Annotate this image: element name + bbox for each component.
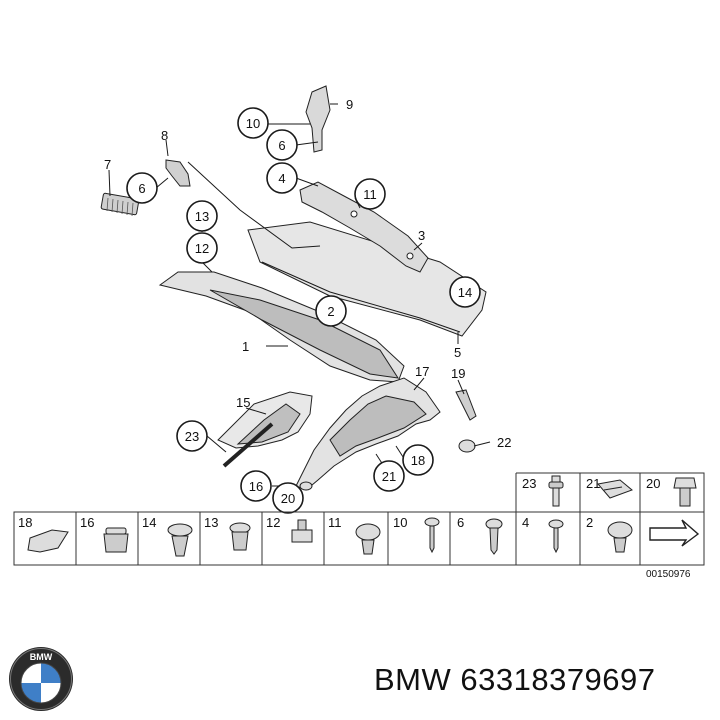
legend-num-21: 21 [586,476,600,491]
bmw-logo: BMW [9,647,73,711]
part-19-clip [455,389,477,421]
image-code: 00150976 [646,569,691,580]
legend-num-2: 2 [586,515,593,530]
legend-num-11: 11 [328,515,342,530]
svg-text:14: 14 [458,285,472,300]
part-number-caption: BMW 63318379697 [374,662,656,697]
legend-num-6: 6 [457,515,464,530]
legend-num-14: 14 [142,515,156,530]
svg-text:6: 6 [278,138,285,153]
fastener-12-icon [291,519,313,543]
svg-text:21: 21 [382,469,396,484]
part-14-edge [261,261,461,333]
part-8-bracket [165,159,191,187]
part-20-clip [299,481,313,491]
callout-14: 14 [449,276,481,308]
part-3-bracket [299,181,429,273]
fastener-23-icon [548,475,564,507]
legend-num-4: 4 [522,515,529,530]
fastener-legend: 23 21 20 18 16 14 13 12 11 10 6 4 2 [13,472,705,580]
svg-text:16: 16 [249,479,263,494]
svg-text:23: 23 [185,429,199,444]
svg-text:10: 10 [246,116,260,131]
callout-23: 23 [176,420,208,452]
svg-text:2: 2 [327,304,334,319]
callout-7: 7 [104,157,111,172]
legend-num-20: 20 [646,476,660,491]
part-3-hole [350,210,358,218]
callout-13: 13 [186,200,218,232]
callout-12: 12 [186,232,218,264]
svg-text:11: 11 [363,187,377,202]
callout-20: 20 [272,482,304,514]
callout-17: 17 [415,364,429,379]
callout-1: 1 [242,339,249,354]
part-8-line [187,161,321,249]
svg-text:6: 6 [138,181,145,196]
part-17-shade [329,395,427,457]
fastener-13-icon [229,522,251,551]
callout-11: 11 [354,178,386,210]
legend-num-23: 23 [522,476,536,491]
callout-19: 19 [451,366,465,381]
fastener-2-icon [607,521,633,553]
svg-text:18: 18 [411,453,425,468]
callout-22: 22 [497,435,511,450]
callout-10: 10 [237,107,269,139]
fastener-21-icon [597,479,633,499]
callout-16: 16 [240,470,272,502]
svg-text:4: 4 [278,171,285,186]
legend-num-10: 10 [393,515,407,530]
fastener-20-icon [673,477,697,507]
arrow-icon [649,519,700,547]
part-23-rod [222,422,274,468]
fastener-11-icon [355,523,381,555]
part-1-shadow [209,289,400,379]
callout-9: 9 [346,97,353,112]
callout-8: 8 [161,128,168,143]
legend-num-12: 12 [266,515,280,530]
part-7-grille [100,192,140,216]
callout-18: 18 [402,444,434,476]
callout-21: 21 [373,460,405,492]
legend-num-18: 18 [18,515,32,530]
svg-text:20: 20 [281,491,295,506]
part-7-slots [106,197,134,217]
fastener-10-icon [424,517,440,554]
part-9-bracket [305,85,331,153]
svg-text:BMW: BMW [30,652,53,662]
fastener-16-icon [103,527,129,553]
fastener-4-icon [548,519,564,554]
fastener-14-icon [167,523,193,557]
callout-6: 6 [126,172,158,204]
callout-3: 3 [418,228,425,243]
callout-5: 5 [454,345,461,360]
legend-num-16: 16 [80,515,94,530]
fastener-18-icon [27,529,69,553]
callout-4: 4 [266,162,298,194]
callout-6: 6 [266,129,298,161]
legend-num-13: 13 [204,515,218,530]
svg-text:12: 12 [195,241,209,256]
fastener-6-icon [485,518,503,555]
svg-text:13: 13 [195,209,209,224]
callout-2: 2 [315,295,347,327]
part-22-clip [458,439,476,453]
callout-15: 15 [236,395,250,410]
part-3-hole [406,252,414,260]
